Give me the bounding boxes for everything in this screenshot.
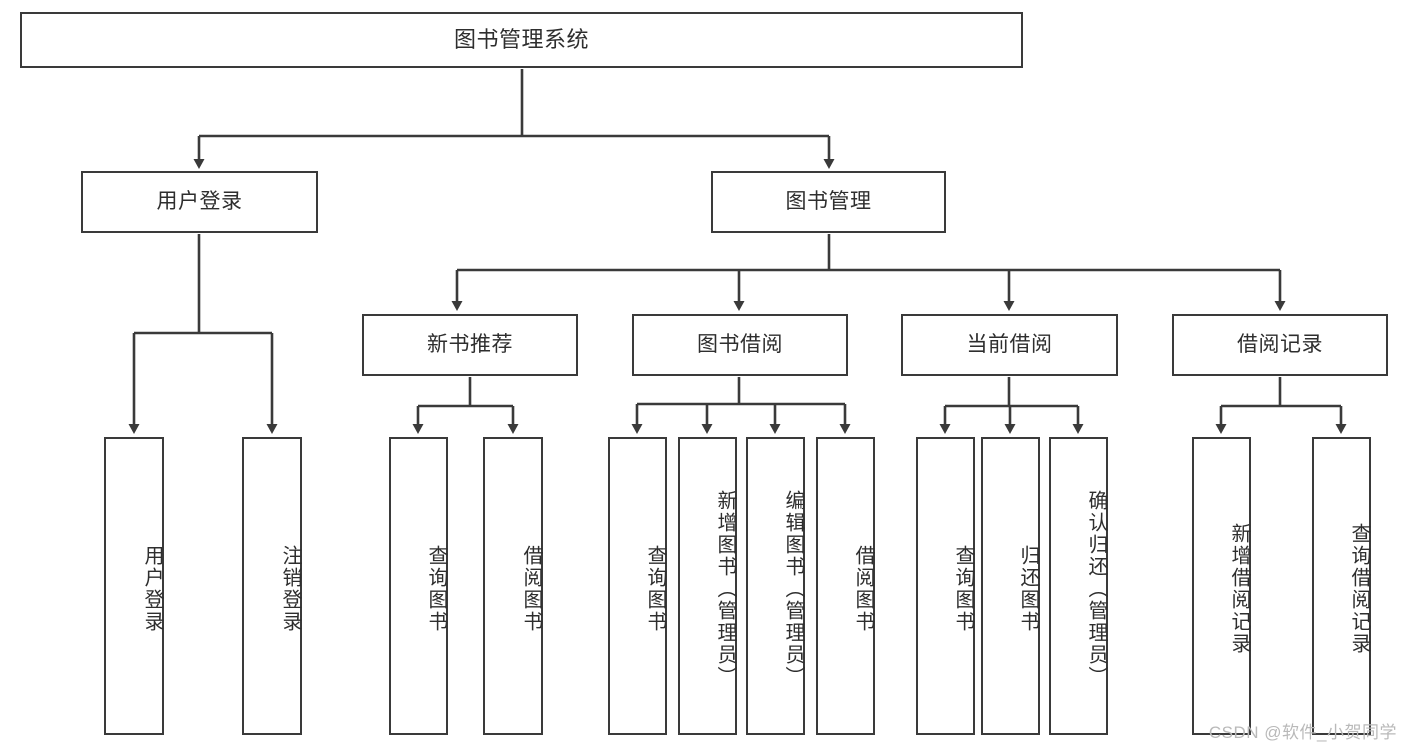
- leaf-borrow-query-book[interactable]: 查询图书: [608, 437, 667, 735]
- node-borrow-record[interactable]: 借阅记录: [1172, 314, 1388, 376]
- node-label: 借阅图书: [852, 545, 874, 633]
- leaf-logout-login[interactable]: 注销登录: [242, 437, 302, 735]
- leaf-borrow-borrow-book[interactable]: 借阅图书: [816, 437, 875, 735]
- node-label: 查询图书: [644, 545, 666, 633]
- leaf-recommend-query-book[interactable]: 查询图书: [389, 437, 448, 735]
- node-book-borrow[interactable]: 图书借阅: [632, 314, 848, 376]
- leaf-record-add-borrow-record[interactable]: 新增借阅记录: [1192, 437, 1251, 735]
- node-label: 编辑图书（管理员）: [782, 490, 804, 688]
- leaf-borrow-edit-book-admin[interactable]: 编辑图书（管理员）: [746, 437, 805, 735]
- node-new-book-recommend[interactable]: 新书推荐: [362, 314, 578, 376]
- node-user-login[interactable]: 用户登录: [81, 171, 318, 233]
- node-label: 借阅记录: [1237, 333, 1323, 357]
- node-label: 新增图书（管理员）: [714, 490, 736, 688]
- node-label: 查询借阅记录: [1348, 523, 1370, 655]
- leaf-user-login[interactable]: 用户登录: [104, 437, 164, 735]
- node-label: 图书借阅: [697, 333, 783, 357]
- node-label: 借阅图书: [520, 545, 542, 633]
- node-label: 图书管理系统: [453, 26, 589, 52]
- leaf-borrow-add-book-admin[interactable]: 新增图书（管理员）: [678, 437, 737, 735]
- node-book-management[interactable]: 图书管理: [711, 171, 946, 233]
- node-root-book-management-system[interactable]: 图书管理系统: [20, 12, 1023, 68]
- node-label: 确认归还（管理员）: [1085, 490, 1107, 688]
- node-label: 图书管理: [785, 190, 872, 214]
- leaf-recommend-borrow-book[interactable]: 借阅图书: [483, 437, 543, 735]
- node-label: 归还图书: [1017, 545, 1039, 633]
- leaf-current-confirm-return-admin[interactable]: 确认归还（管理员）: [1049, 437, 1108, 735]
- node-label: 用户登录: [156, 190, 243, 214]
- node-label: 用户登录: [141, 545, 163, 633]
- node-label: 注销登录: [279, 545, 301, 633]
- node-label: 查询图书: [952, 545, 974, 633]
- node-current-borrow[interactable]: 当前借阅: [901, 314, 1118, 376]
- leaf-current-query-book[interactable]: 查询图书: [916, 437, 975, 735]
- node-label: 新书推荐: [427, 333, 513, 357]
- leaf-record-query-borrow-record[interactable]: 查询借阅记录: [1312, 437, 1371, 735]
- node-label: 新增借阅记录: [1228, 523, 1250, 655]
- leaf-current-return-book[interactable]: 归还图书: [981, 437, 1040, 735]
- node-label: 查询图书: [425, 545, 447, 633]
- node-label: 当前借阅: [966, 333, 1053, 357]
- watermark: CSDN @软件_小贺同学: [1208, 723, 1397, 742]
